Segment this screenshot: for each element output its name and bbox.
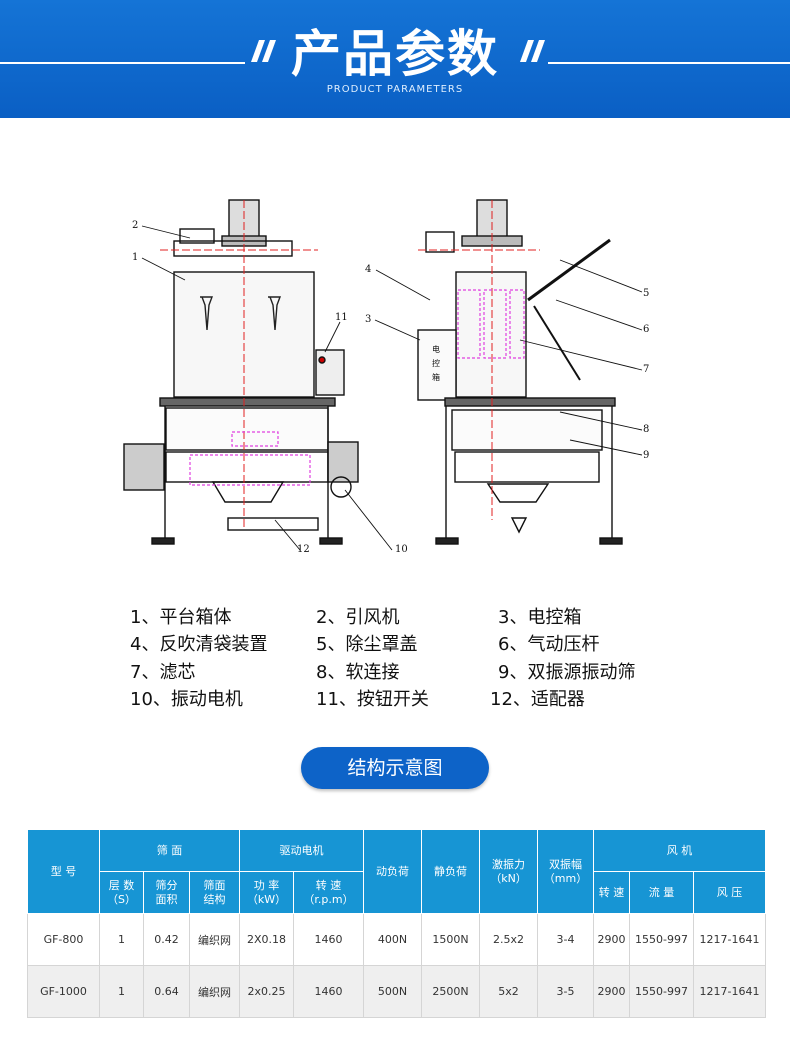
table-cell: 1550-997 [629,913,695,966]
table-row: GF-1000 1 0.64 编织网 2x0.25 1460 500N 2500… [27,965,767,1018]
th-power: 功 率 （kW） [239,871,295,914]
legend-item: 9、双振源振动筛 [498,662,636,683]
table-cell: 2x0.25 [239,965,295,1018]
left-machine-front-view [123,199,359,545]
th-flow: 流 量 [629,871,695,914]
legend-item: 1、平台箱体 [130,607,232,628]
callout-numbers: 2 1 11 4 3 5 6 7 8 9 10 12 电 控 箱 [132,220,649,555]
table-cell: 2900 [593,913,631,966]
table-row: GF-800 1 0.42 编织网 2X0.18 1460 400N 1500N… [27,913,767,966]
table-cell: 编织网 [188,965,241,1018]
structure-diagram: 2 1 11 4 3 5 6 7 8 9 10 12 电 控 箱 [123,199,649,555]
th-layers: 层 数 （S） [99,871,144,914]
header-line-left [0,62,245,64]
table-cell: 0.42 [143,913,190,966]
table-cell: 5x2 [479,965,539,1018]
callout-7: 7 [643,364,649,375]
callout-6: 6 [643,324,649,335]
th-fan: 风 机 [593,829,767,872]
header-banner: 产品参数 PRODUCT PARAMETERS [0,0,790,118]
page-title: 产品参数 [291,25,499,83]
th-fan-speed: 转 速 [593,871,631,914]
filter-cartridges [189,289,525,486]
callout-11: 11 [335,312,348,323]
th-exciting-force: 激振力 （kN） [479,829,539,914]
callout-8: 8 [643,424,649,435]
panel-text: 控 [432,358,440,368]
legend-item: 11、按钮开关 [316,689,429,710]
parameters-table: 型 号 筛 面 驱动电机 动负荷 静负荷 激振力 （kN） 双振幅 （mm） 风… [27,829,767,1018]
table-cell: 编织网 [188,913,241,966]
legend-item: 10、振动电机 [130,689,243,710]
panel-text: 箱 [432,372,440,382]
table-cell: 3-4 [537,913,595,966]
callout-12: 12 [297,544,310,555]
center-lines [160,200,540,530]
table-cell: 1 [99,913,144,966]
th-model: 型 号 [27,829,100,914]
table-cell: 3-5 [537,965,595,1018]
th-area: 筛分 面积 [143,871,190,914]
th-dynamic-load: 动负荷 [363,829,423,914]
table-cell: 1500N [421,913,481,966]
page-subtitle: PRODUCT PARAMETERS [326,84,464,95]
table-cell: 2900 [593,965,631,1018]
callout-9: 9 [643,450,649,461]
table-cell: 1550-997 [629,965,695,1018]
legend-item: 6、气动压杆 [498,634,600,655]
th-static-load: 静负荷 [421,829,481,914]
table-cell: 2500N [421,965,481,1018]
callout-5: 5 [643,288,649,299]
table-cell: GF-1000 [27,965,100,1018]
callout-4: 4 [365,264,371,275]
th-motor: 驱动电机 [239,829,365,872]
table-cell: GF-800 [27,913,100,966]
callout-2: 2 [132,220,138,231]
table-cell: 1217-1641 [693,965,767,1018]
section-label-button: 结构示意图 [301,747,489,789]
callout-10: 10 [395,544,408,555]
th-pressure: 风 压 [693,871,767,914]
th-speed: 转 速 （r.p.m） [293,871,365,914]
table-cell: 1 [99,965,144,1018]
th-amplitude: 双振幅 （mm） [537,829,595,914]
th-sieve: 筛 面 [98,829,241,872]
callout-1: 1 [132,252,138,263]
table-cell: 1217-1641 [693,913,767,966]
panel-text: 电 [432,344,440,354]
legend-item: 12、适配器 [490,689,585,710]
legend-item: 3、电控箱 [498,607,582,628]
table-cell: 0.64 [143,965,190,1018]
legend-item: 8、软连接 [316,662,400,683]
table-cell: 500N [363,965,423,1018]
callout-3: 3 [365,314,371,325]
table-cell: 1460 [293,913,365,966]
table-cell: 2X0.18 [239,913,295,966]
header-line-right [548,62,790,64]
legend-item: 4、反吹清袋装置 [130,634,268,655]
table-cell: 2.5x2 [479,913,539,966]
table-cell: 400N [363,913,423,966]
legend-item: 7、滤芯 [130,662,196,683]
right-machine-side-view [417,199,623,545]
th-structure: 筛面 结构 [188,871,241,914]
legend-item: 2、引风机 [316,607,400,628]
table-cell: 1460 [293,965,365,1018]
leader-lines [141,225,643,551]
legend-item: 5、除尘罩盖 [316,634,418,655]
